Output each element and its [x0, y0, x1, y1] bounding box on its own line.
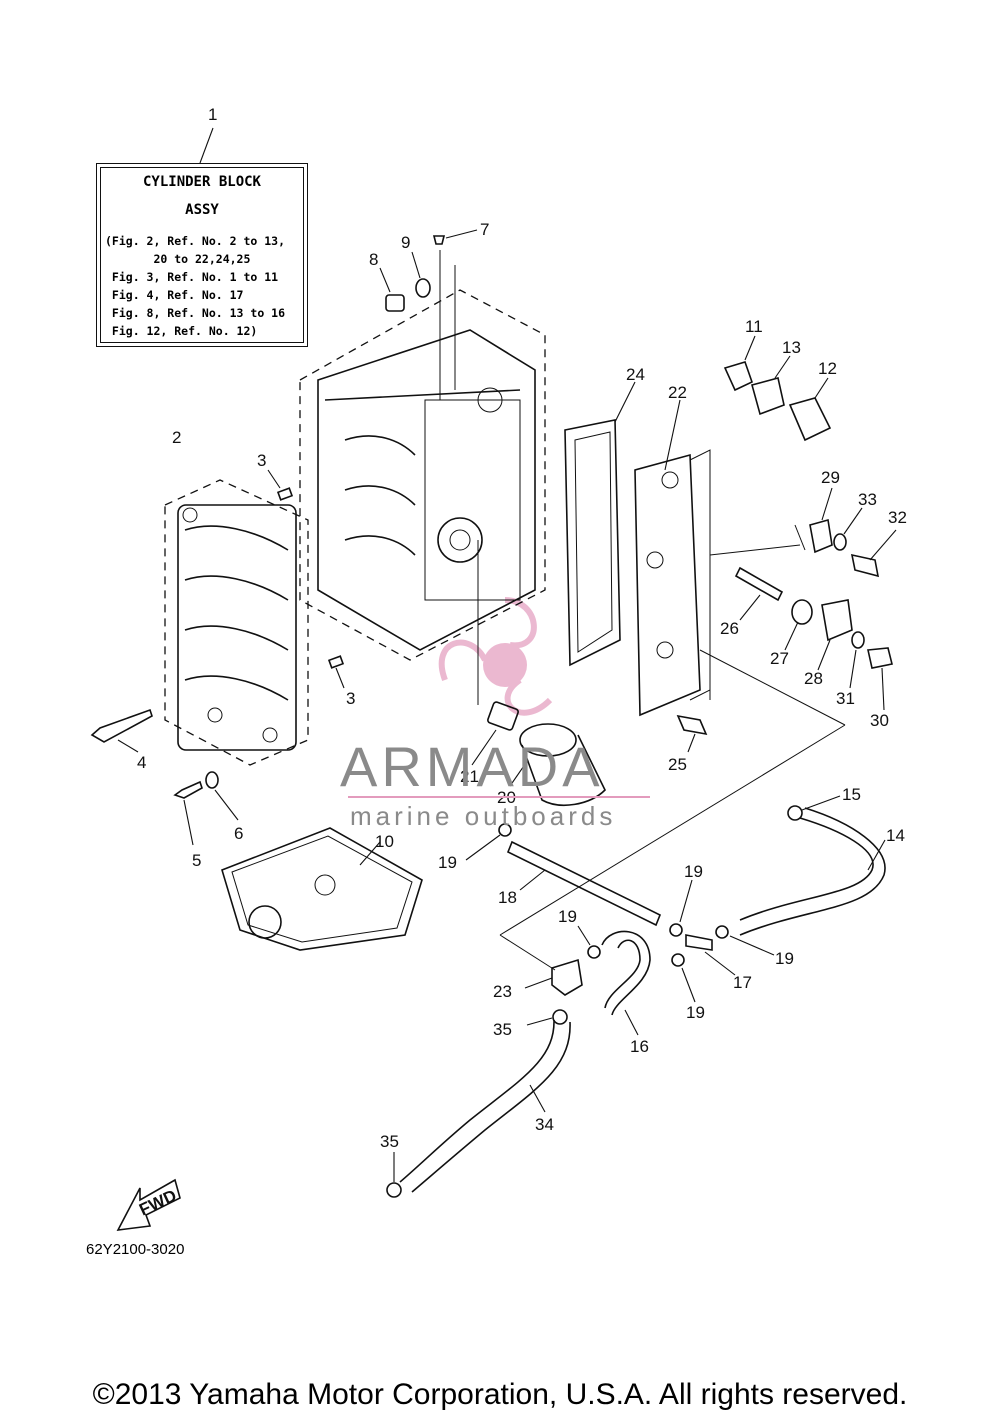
callout-19c: 19: [558, 907, 577, 926]
callout-30: 30: [870, 711, 889, 730]
callout-26: 26: [720, 619, 739, 638]
callout-3b: 3: [346, 689, 355, 708]
callout-35a: 35: [493, 1020, 512, 1039]
callout-8: 8: [369, 250, 378, 269]
callout-35b: 35: [380, 1132, 399, 1151]
watermark-divider: [348, 796, 650, 798]
callout-28: 28: [804, 669, 823, 688]
callout-33: 33: [858, 490, 877, 509]
assy-ref-line-3: Fig. 3, Ref. No. 1 to 11: [105, 270, 279, 284]
callout-25: 25: [668, 755, 687, 774]
gasket-24-part: [564, 381, 636, 667]
callout-3: 3: [257, 451, 266, 470]
assy-ref-line-6: Fig. 12, Ref. No. 12): [105, 324, 258, 338]
callout-9: 9: [401, 233, 410, 252]
callout-21: 21: [460, 767, 479, 786]
callout-14: 14: [886, 826, 905, 845]
cylinder-block-part: [299, 289, 546, 661]
callout-24: 24: [626, 365, 645, 384]
fwd-label: FWD: [136, 1186, 179, 1220]
assy-ref-line-4: Fig. 4, Ref. No. 17: [105, 288, 244, 302]
callout-29: 29: [821, 468, 840, 487]
callout-6: 6: [234, 824, 243, 843]
hoses: [386, 795, 886, 1198]
assy-title-line1: CYLINDER BLOCK: [142, 174, 261, 190]
exhaust-cover-22-part: [634, 399, 711, 717]
callout-2: 2: [172, 428, 181, 447]
callout-19a: 19: [438, 853, 457, 872]
callout-34: 34: [535, 1115, 554, 1134]
assy-box-inner: CYLINDER BLOCK ASSY (Fig. 2, Ref. No. 2 …: [100, 167, 304, 343]
small-parts: [90, 229, 897, 846]
watermark-propeller-logo: [438, 597, 553, 716]
assy-ref-line-1: (Fig. 2, Ref. No. 2 to 13,: [105, 234, 286, 248]
watermark-brand: ARMADA: [340, 735, 604, 798]
callout-10: 10: [375, 832, 394, 851]
callout-11: 11: [745, 317, 763, 336]
callout-22: 22: [668, 383, 687, 402]
watermark-tagline: marine outboards: [350, 801, 617, 831]
callout-32: 32: [888, 508, 907, 527]
callout-1: 1: [208, 105, 217, 124]
cylinder-block-assy-box: CYLINDER BLOCK ASSY (Fig. 2, Ref. No. 2 …: [96, 163, 308, 347]
callout-5: 5: [192, 851, 201, 870]
callout-19b: 19: [684, 862, 703, 881]
callout-13: 13: [782, 338, 801, 357]
crankcase-part: [164, 479, 309, 766]
callout-4: 4: [137, 753, 146, 772]
callout-31: 31: [836, 689, 855, 708]
figure-number: 62Y2100-3020: [86, 1241, 185, 1258]
callout-numbers: 1 2 3 3 4 5 6 7 8 9 10 11 12 13 14 15 16…: [137, 105, 907, 1151]
gasket-10-part: [221, 827, 423, 951]
reference-lines: [499, 524, 846, 971]
callout-19d: 19: [775, 949, 794, 968]
callout-23: 23: [493, 982, 512, 1001]
assy-title-line2: ASSY: [185, 202, 219, 218]
callout-17: 17: [733, 973, 752, 992]
copyright-notice: ©2013 Yamaha Motor Corporation, U.S.A. A…: [92, 1378, 908, 1411]
callout-16: 16: [630, 1037, 649, 1056]
callout-27: 27: [770, 649, 789, 668]
assy-ref-line-2: 20 to 22,24,25: [105, 252, 251, 266]
callout-12: 12: [818, 359, 837, 378]
assy-ref-line-5: Fig. 8, Ref. No. 13 to 16: [105, 306, 286, 320]
callout-7: 7: [480, 220, 489, 239]
callout-19e: 19: [686, 1003, 705, 1022]
fwd-arrow-icon: FWD: [116, 1178, 181, 1231]
callout-18: 18: [498, 888, 517, 907]
callout-15: 15: [842, 785, 861, 804]
